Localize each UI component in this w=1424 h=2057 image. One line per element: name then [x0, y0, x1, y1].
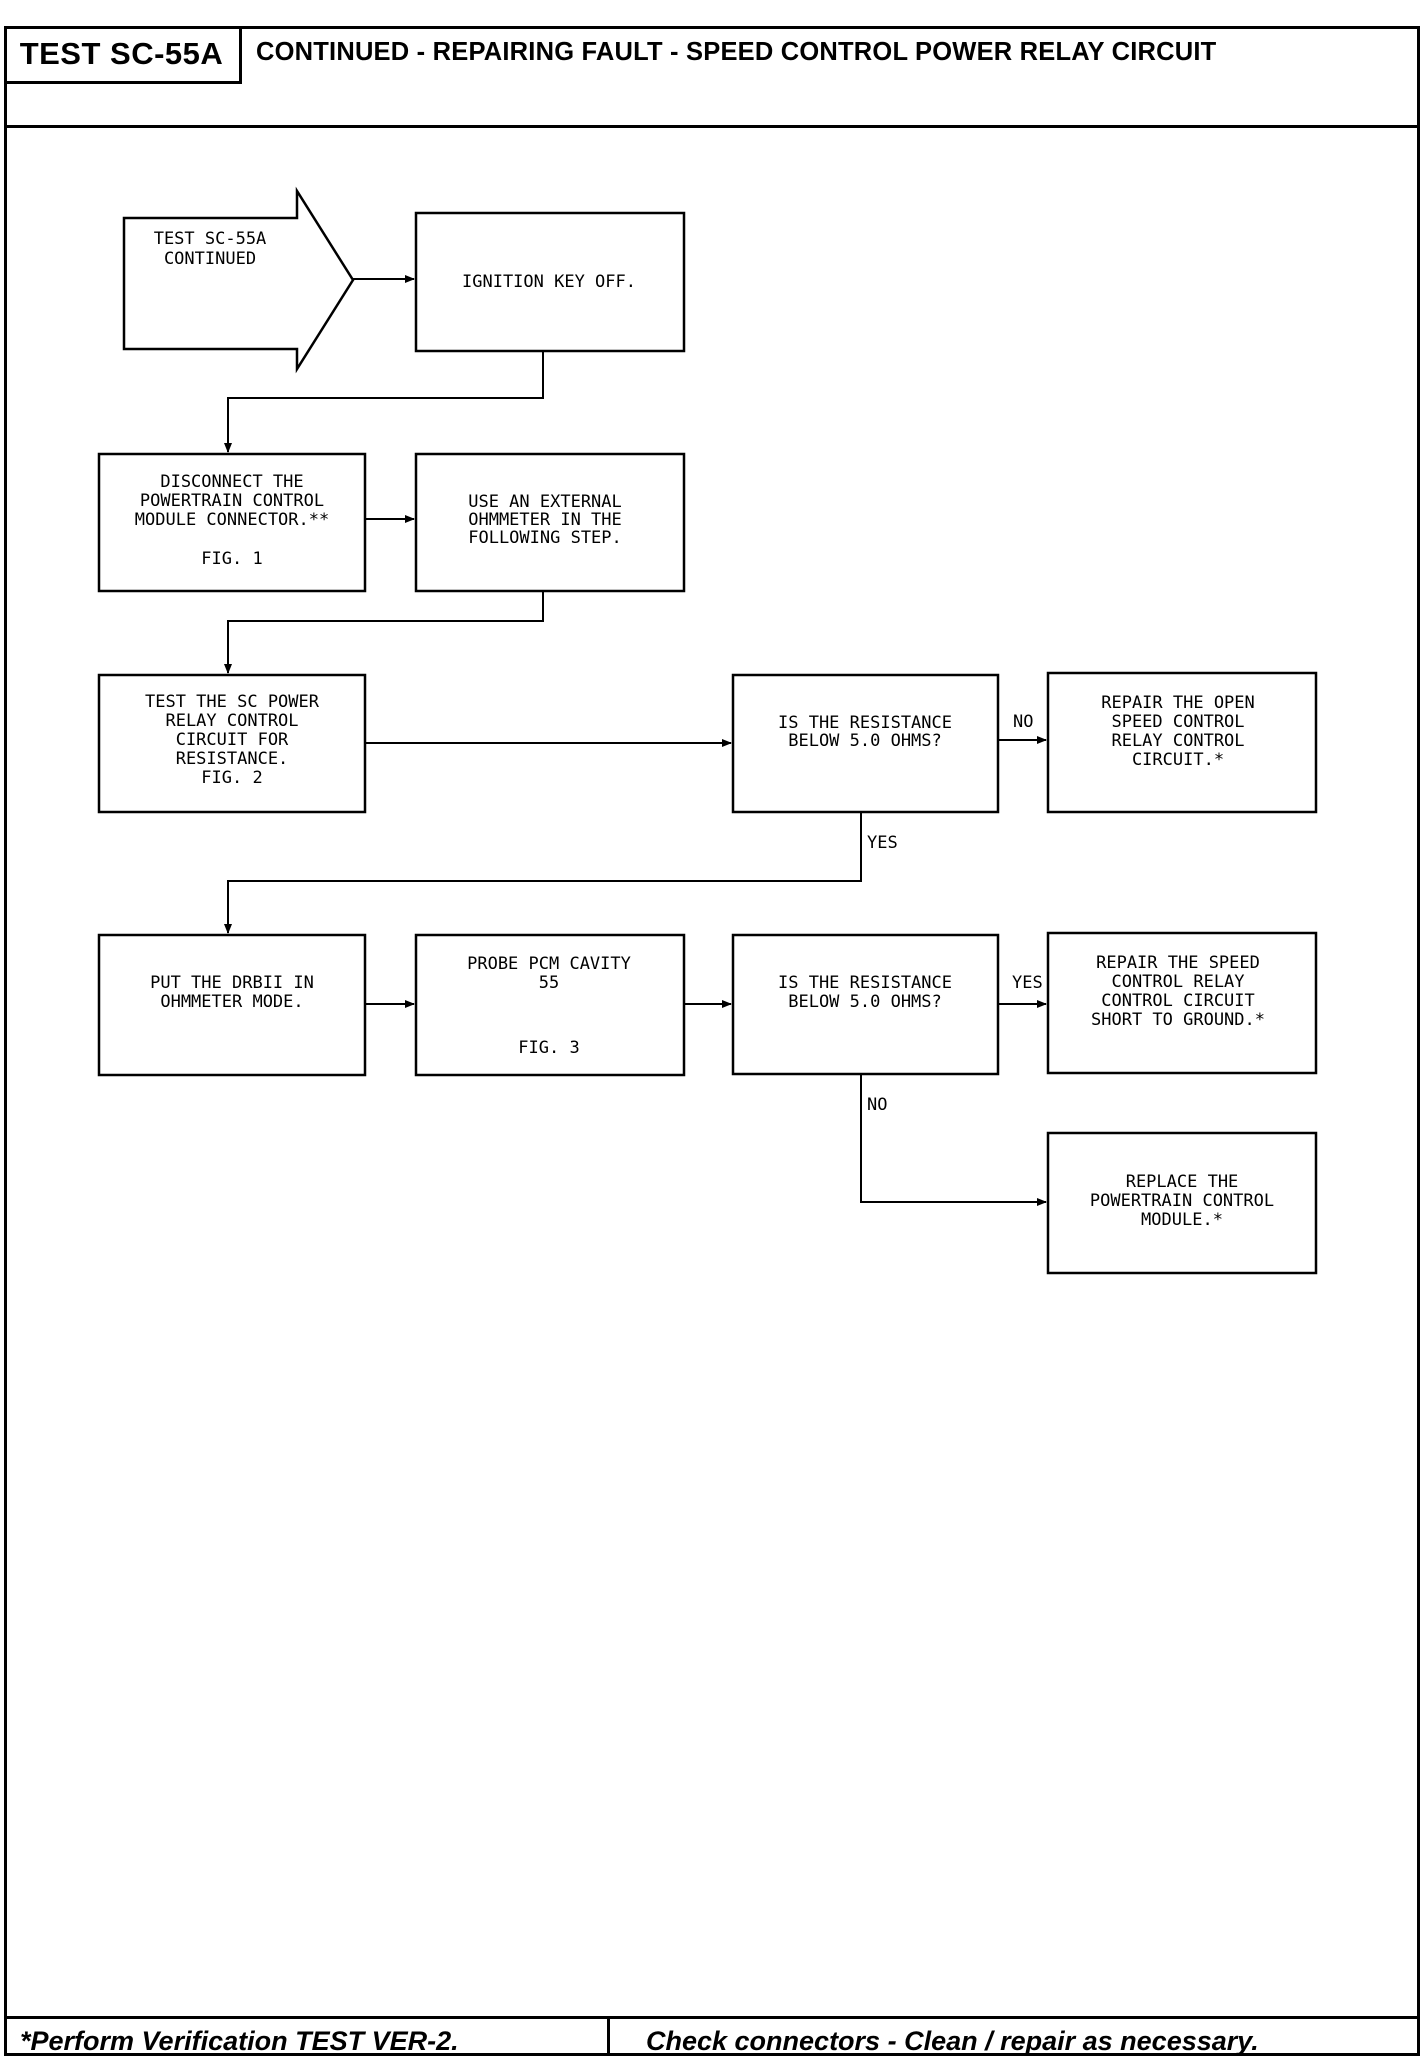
step-put-drbii: PUT THE DRBII IN OHMMETER MODE. [97, 933, 367, 1077]
probe-fig: FIG. 3 [518, 1038, 579, 1058]
label-no-open: NO [1013, 712, 1033, 732]
arrow-decision2-no [860, 1074, 1047, 1206]
header-row [4, 26, 1420, 128]
arrow-ohmmeter-to-test [224, 591, 544, 674]
label-yes-open: YES [867, 833, 898, 853]
connectors [224, 275, 1047, 1206]
drbii-line-1: PUT THE DRBII IN [150, 973, 314, 993]
repair-open-line-3: RELAY CONTROL [1111, 731, 1244, 751]
probe-line-2: 55 [539, 973, 559, 993]
ignition-line-1: IGNITION KEY OFF. [462, 272, 636, 292]
replace-line-1: REPLACE THE [1126, 1172, 1239, 1192]
footer-verification-note: *Perform Verification TEST VER-2. [20, 2026, 459, 2056]
ohmmeter-line-3: FOLLOWING STEP. [468, 528, 622, 548]
decision-resistance-short: IS THE RESISTANCE BELOW 5.0 OHMS? [731, 933, 1000, 1076]
disconnect-line-2: POWERTRAIN CONTROL [140, 491, 324, 511]
footer-divider [607, 2016, 610, 2056]
footer-connectors-note: Check connectors - Clean / repair as nec… [646, 2026, 1259, 2056]
label-no-short: NO [867, 1095, 887, 1115]
step-use-external-ohmmeter: USE AN EXTERNAL OHMMETER IN THE FOLLOWIN… [414, 452, 686, 593]
drbii-line-2: OHMMETER MODE. [160, 992, 303, 1012]
repair-short-line-2: CONTROL RELAY [1111, 972, 1244, 992]
test-line-4: RESISTANCE. [176, 749, 289, 769]
step-probe-pcm: PROBE PCM CAVITY 55 FIG. 3 [414, 933, 686, 1077]
decision-resistance-open: IS THE RESISTANCE BELOW 5.0 OHMS? [731, 673, 1000, 814]
repair-short-line-3: CONTROL CIRCUIT [1101, 991, 1255, 1011]
replace-line-2: POWERTRAIN CONTROL [1090, 1191, 1274, 1211]
test-line-1: TEST THE SC POWER [145, 692, 320, 712]
step-test-relay-circuit: TEST THE SC POWER RELAY CONTROL CIRCUIT … [97, 673, 367, 814]
test-id: TEST SC-55A [4, 26, 242, 84]
disconnect-line-3: MODULE CONNECTOR.** [135, 510, 329, 530]
start-line-1: TEST SC-55A [154, 229, 267, 249]
repair-short-line-4: SHORT TO GROUND.* [1091, 1010, 1265, 1030]
decision1-line-2: BELOW 5.0 OHMS? [788, 731, 942, 751]
step-ignition-off: IGNITION KEY OFF. [414, 211, 686, 353]
decision2-line-2: BELOW 5.0 OHMS? [788, 992, 942, 1012]
arrow-ignition-to-disconnect [224, 351, 544, 453]
decision2-line-1: IS THE RESISTANCE [778, 973, 952, 993]
label-yes-short: YES [1012, 973, 1043, 993]
disconnect-fig: FIG. 1 [201, 549, 262, 569]
page-title: CONTINUED - REPAIRING FAULT - SPEED CONT… [256, 38, 1217, 66]
start-arrow-shape: TEST SC-55A CONTINUED [122, 186, 355, 374]
footer-row [4, 2016, 1420, 2056]
start-line-2: CONTINUED [164, 249, 256, 269]
repair-open-line-4: CIRCUIT.* [1132, 750, 1224, 770]
arrow-decision1-yes [224, 812, 862, 934]
ohmmeter-line-2: OHMMETER IN THE [468, 510, 622, 530]
repair-open-line-1: REPAIR THE OPEN [1101, 693, 1255, 713]
test-line-2: RELAY CONTROL [165, 711, 298, 731]
disconnect-line-1: DISCONNECT THE [160, 472, 303, 492]
ohmmeter-line-1: USE AN EXTERNAL [468, 492, 622, 512]
result-repair-open: REPAIR THE OPEN SPEED CONTROL RELAY CONT… [1046, 671, 1318, 814]
step-disconnect-pcm: DISCONNECT THE POWERTRAIN CONTROL MODULE… [97, 452, 367, 593]
test-line-3: CIRCUIT FOR [176, 730, 289, 750]
repair-open-line-2: SPEED CONTROL [1111, 712, 1244, 732]
probe-line-1: PROBE PCM CAVITY [467, 954, 631, 974]
result-replace-pcm: REPLACE THE POWERTRAIN CONTROL MODULE.* [1046, 1131, 1318, 1275]
decision1-line-1: IS THE RESISTANCE [778, 713, 952, 733]
result-repair-short: REPAIR THE SPEED CONTROL RELAY CONTROL C… [1046, 931, 1318, 1075]
replace-line-3: MODULE.* [1141, 1210, 1223, 1230]
test-fig: FIG. 2 [201, 768, 262, 788]
repair-short-line-1: REPAIR THE SPEED [1096, 953, 1260, 973]
